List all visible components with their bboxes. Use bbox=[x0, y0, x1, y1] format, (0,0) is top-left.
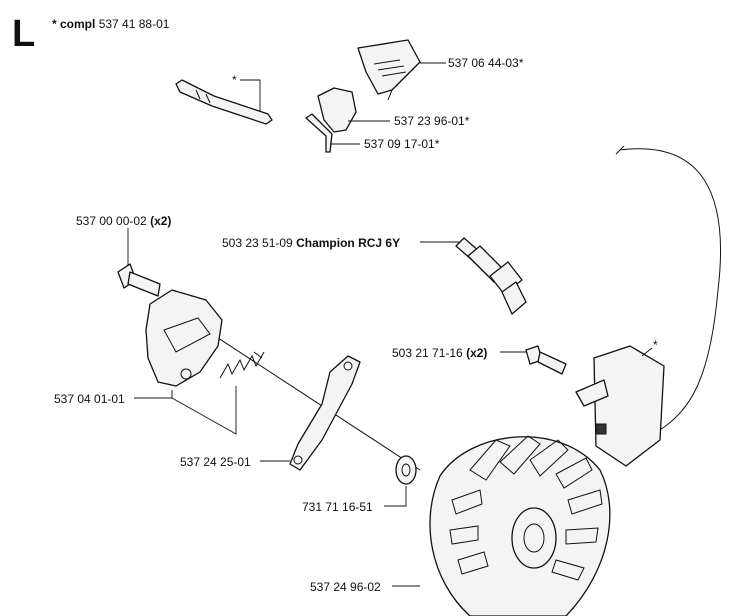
pin-part bbox=[305, 113, 333, 153]
callout-guide: 537 06 44-03* bbox=[448, 56, 524, 70]
guide-part bbox=[357, 39, 421, 101]
flywheel-part bbox=[429, 435, 611, 616]
fuel-hose-part bbox=[175, 79, 273, 125]
ignition-screw-part bbox=[525, 345, 567, 375]
spring-part bbox=[219, 351, 265, 379]
callout-module: * bbox=[653, 338, 658, 352]
callout-washer: 731 71 16-51 bbox=[302, 500, 373, 514]
screw-number: 537 00 00-02 bbox=[76, 214, 147, 228]
ignition-wire bbox=[619, 148, 722, 431]
module-star-leader bbox=[641, 347, 653, 357]
callout-pawl-housing: 537 04 01-01 bbox=[54, 392, 125, 406]
section-letter: L bbox=[12, 13, 36, 55]
spark-plug-name: Champion RCJ 6Y bbox=[296, 236, 401, 250]
kit-note: * compl 537 41 88-01 bbox=[52, 17, 169, 31]
washer-leader bbox=[384, 486, 407, 507]
screw-part bbox=[117, 263, 161, 297]
washer-part bbox=[395, 455, 417, 485]
callout-ignition-screw: 503 21 71-16 (x2) bbox=[392, 346, 487, 360]
pawl-leader bbox=[134, 390, 173, 399]
callout-plate: 537 23 96-01* bbox=[394, 114, 470, 128]
spark-plug-number: 503 23 51-09 bbox=[222, 236, 293, 250]
callout-spark-plug: 503 23 51-09 Champion RCJ 6Y bbox=[222, 236, 400, 250]
ignition-screw-number: 503 21 71-16 bbox=[392, 346, 463, 360]
ignition-module-part bbox=[575, 345, 665, 467]
callout-link: 537 24 25-01 bbox=[180, 455, 251, 469]
hose-leader bbox=[240, 79, 261, 112]
screw-qty: (x2) bbox=[150, 214, 172, 228]
callout-flywheel: 537 24 96-02 bbox=[310, 580, 381, 594]
link-part bbox=[289, 355, 361, 471]
spark-plug-part bbox=[455, 237, 527, 315]
callout-pin: 537 09 17-01* bbox=[364, 137, 440, 151]
kit-number: 537 41 88-01 bbox=[98, 17, 170, 31]
pawl-spring-leader bbox=[171, 386, 237, 435]
ignition-screw-qty: (x2) bbox=[466, 346, 488, 360]
kit-note-prefix: * compl bbox=[52, 17, 96, 31]
callout-screw: 537 00 00-02 (x2) bbox=[76, 214, 171, 228]
callout-hose: * bbox=[232, 73, 237, 87]
pawl-housing-part bbox=[145, 289, 223, 387]
